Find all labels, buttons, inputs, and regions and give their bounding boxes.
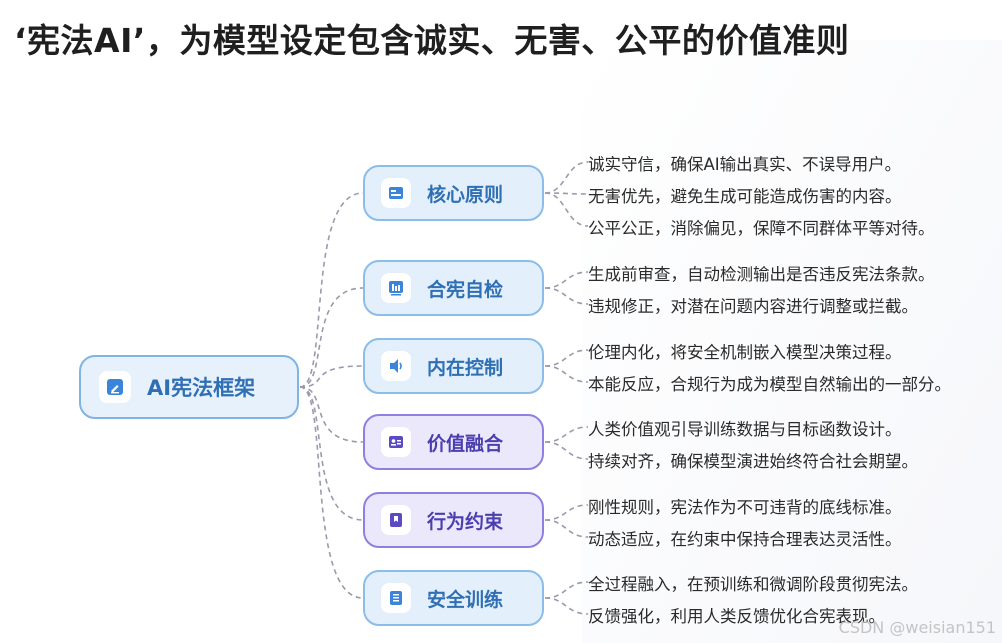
leaf-text: 生成前审查，自动检测输出是否违反宪法条款。 [588,265,935,284]
leaf-text: 本能反应，合规行为成为模型自然输出的一部分。 [588,375,951,394]
node-label: 核心原则 [427,183,504,206]
watermark: CSDN @weisian151 [838,618,996,637]
node-self-check: 合宪自检 [363,260,544,316]
connector-root-to-core-principles [299,192,364,388]
node-label: 安全训练 [427,588,504,611]
bookmark-icon [381,505,411,535]
speaker-icon [381,351,411,381]
document-icon [381,583,411,613]
connector-leaf [544,581,589,599]
connector-leaf [544,597,589,615]
connector-leaf [544,504,589,521]
id-card-icon [381,427,411,457]
leaf-text: 刚性规则，宪法作为不可违背的底线标准。 [588,498,902,517]
connector-leaf [544,192,589,195]
card-icon [381,178,411,208]
leaf-text: 人类价值观引导训练数据与目标函数设计。 [588,420,902,439]
connector-leaf [544,287,589,305]
node-label: 合宪自检 [427,278,504,301]
node-label: 行为约束 [427,510,504,533]
chart-icon [381,273,411,303]
node-value-fusion: 价值融合 [363,414,544,470]
edit-icon [99,371,131,403]
leaf-text: 全过程融入，在预训练和微调阶段贯彻宪法。 [588,575,918,594]
connector-root-to-self-check [299,287,364,388]
root-label: AI宪法框架 [147,376,256,400]
connector-root-to-value-fusion [299,386,364,443]
node-core-principles: 核心原则 [363,165,544,221]
connector-leaf [544,519,589,538]
node-label: 价值融合 [427,432,504,455]
node-label: 内在控制 [427,356,504,379]
leaf-text: 伦理内化，将安全机制嵌入模型决策过程。 [588,343,902,362]
node-internal-control: 内在控制 [363,338,544,394]
node-behavior-constraint: 行为约束 [363,492,544,548]
leaf-text: 反馈强化，利用人类反馈优化合宪表现。 [588,607,885,626]
leaf-text: 公平公正，消除偏见，保障不同群体平等对待。 [588,219,935,238]
leaf-text: 违规修正，对潜在问题内容进行调整或拦截。 [588,297,918,316]
leaf-text: 动态适应，在约束中保持合理表达灵活性。 [588,530,902,549]
node-safety-training: 安全训练 [363,570,544,626]
connector-root-to-behavior-constraint [299,386,364,521]
connector-root-to-safety-training [299,386,364,599]
connector-leaf [544,441,589,460]
root-node: AI宪法框架 [79,355,299,419]
connector-leaf [544,426,589,443]
leaf-text: 持续对齐，确保模型演进始终符合社会期望。 [588,452,918,471]
leaf-text: 诚实守信，确保AI输出真实、不误导用户。 [588,155,902,174]
connector-leaf [544,271,589,289]
leaf-text: 无害优先，避免生成可能造成伤害的内容。 [588,187,902,206]
page-title: ‘宪法AI’，为模型设定包含诚实、无害、公平的价值准则 [14,21,850,60]
connector-leaf [544,192,589,227]
connector-leaf [544,365,589,383]
connector-leaf [544,349,589,367]
connector-root-to-internal-control [299,365,364,388]
connector-leaf [544,161,589,194]
